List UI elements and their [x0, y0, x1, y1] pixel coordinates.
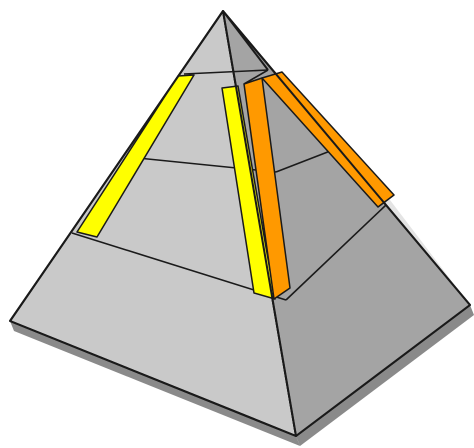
pyramid-diagram [0, 0, 474, 448]
pyramid-svg [0, 0, 474, 448]
